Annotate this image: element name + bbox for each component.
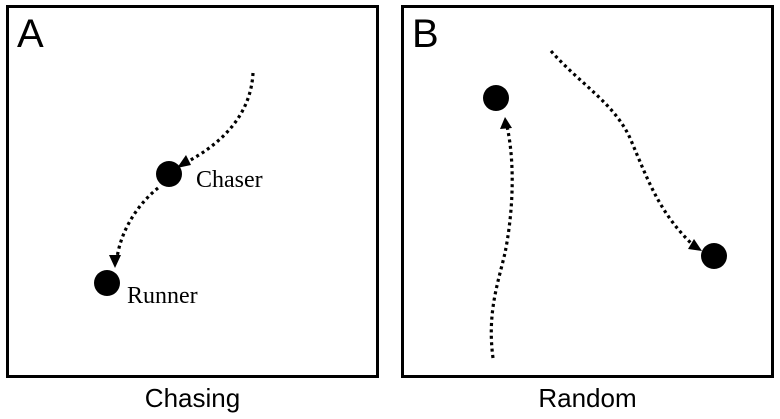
random-trail-left-arrowhead xyxy=(500,117,512,129)
random-diagram xyxy=(483,49,727,359)
random-trail-right xyxy=(549,49,696,248)
chaser-trail xyxy=(184,72,255,165)
random-trail-left xyxy=(489,125,514,359)
random-dot-right xyxy=(701,243,727,269)
caption-chasing: Chasing xyxy=(144,383,241,413)
chasing-diagram: Chaser Runner xyxy=(94,72,263,309)
runner-trail-arrowhead xyxy=(109,255,121,268)
runner-dot xyxy=(94,270,120,296)
chaser-label: Chaser xyxy=(196,167,263,193)
random-dot-left xyxy=(483,85,509,111)
panel-random: B xyxy=(401,5,774,378)
chaser-dot xyxy=(156,161,182,187)
chaser-trail-arrowhead xyxy=(177,155,191,168)
panel-letter-a: A xyxy=(17,12,44,56)
runner-label: Runner xyxy=(127,283,198,309)
random-trail-right-arrowhead xyxy=(688,239,702,251)
panel-chasing: A Chaser Runner xyxy=(6,5,379,378)
panel-letter-b: B xyxy=(412,12,439,56)
runner-trail xyxy=(115,186,159,259)
caption-random: Random xyxy=(538,383,637,413)
